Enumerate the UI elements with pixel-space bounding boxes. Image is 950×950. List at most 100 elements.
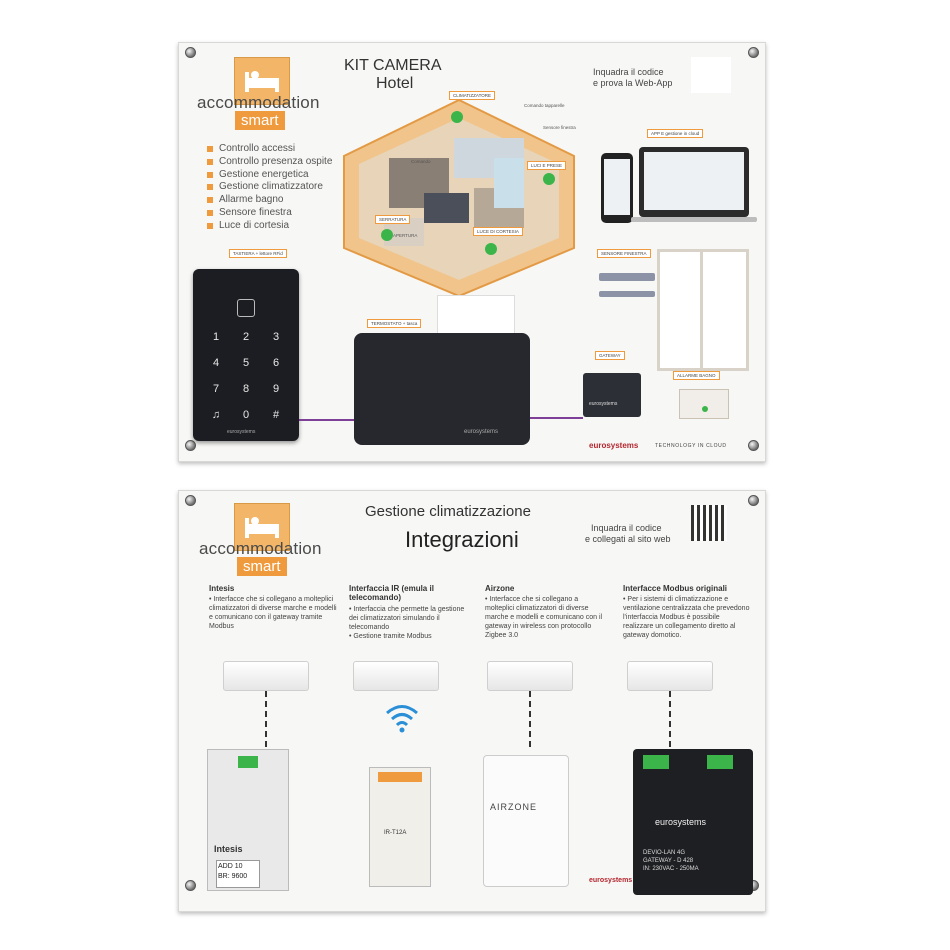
- air-conditioner-icon: [353, 661, 439, 691]
- feature-item: Controllo presenza ospite: [207, 156, 332, 169]
- column-title-airzone: Airzone: [485, 584, 515, 593]
- wire: [530, 417, 583, 419]
- webapp-cta-line2: e prova la Web-App: [593, 78, 673, 88]
- wire: [299, 419, 354, 421]
- column-text-airzone: • Interfacce che si collegano a moltepli…: [485, 596, 603, 639]
- qr-placeholder: [691, 57, 731, 93]
- card-reader-thermostat: eurosystems: [354, 333, 530, 445]
- gateway-model: DEVIO-LAN 4G: [643, 850, 686, 856]
- window-icon: [657, 249, 749, 371]
- ac-integrations-board: accommodation smart Gestione climatizzaz…: [178, 490, 766, 912]
- gateway-power: IN: 230VAC - 250MA: [643, 866, 699, 872]
- label-sensore-finestra: Sensore finestra: [543, 125, 576, 130]
- intesis-address: ADD 10: [218, 863, 243, 870]
- wired-connection: [669, 691, 671, 747]
- callout-luci-prese: LUCI E PRESE: [527, 161, 567, 170]
- feature-list: Controllo accessi Controllo presenza osp…: [207, 143, 332, 233]
- smartphone-icon: [601, 153, 633, 223]
- callout-luce-cortesia: LUCE DI CORTESIA: [473, 227, 523, 236]
- column-title-ir: Interfaccia IR (emula il telecomando): [349, 584, 434, 602]
- keypad-key: 0: [242, 409, 250, 421]
- window-sensor-icon: [599, 273, 655, 281]
- gateway-brand: eurosystems: [655, 817, 707, 827]
- callout-sensore-finestra: SENSORE FINESTRA: [597, 249, 651, 258]
- logo-wordmark: accommodation: [197, 93, 320, 112]
- label-comando-tapparelle: Comando tapparelle: [524, 103, 565, 108]
- keypad-key: 5: [242, 357, 250, 369]
- board-title: Gestione climatizzazione: [365, 503, 531, 520]
- intesis-sticker: ADD 10 BR: 9600: [216, 860, 260, 888]
- status-dot-green: [451, 111, 463, 123]
- room-illustration: [334, 98, 584, 303]
- logo-wordmark: accommodation: [199, 539, 322, 558]
- webapp-cta-line1: Inquadra il codice: [593, 67, 664, 77]
- airzone-device: AIRZONE: [483, 755, 569, 887]
- callout-termostato: TERMOSTATO + tasca: [367, 319, 422, 328]
- label-apertura: APERTURA: [393, 233, 418, 238]
- gateway-device: eurosystems: [583, 373, 641, 417]
- logo-tag: smart: [235, 111, 285, 130]
- ir-model: IR-T12A: [384, 830, 407, 836]
- callout-climatizzatore: CLIMATIZZATORE: [449, 91, 496, 100]
- intesis-baudrate: BR: 9600: [218, 873, 248, 880]
- bed-logo-icon: [234, 57, 290, 105]
- status-dot-green: [543, 173, 555, 185]
- keypad-key: 2: [242, 331, 250, 343]
- callout-tastiera: TASTIERA + lettore RFid: [229, 249, 287, 258]
- keypad-key: 3: [272, 331, 280, 343]
- wired-connection: [529, 691, 531, 747]
- feature-item: Allarme bagno: [207, 194, 332, 207]
- laptop-icon: [631, 147, 757, 222]
- qr-code-icon: [691, 505, 727, 541]
- bed-logo-icon: [234, 503, 290, 551]
- gateway-code: GATEWAY - D 428: [643, 858, 694, 864]
- footer-brand: eurosystems: [589, 877, 633, 884]
- keypad-key: 8: [242, 383, 250, 395]
- eurosystems-gateway: eurosystems DEVIO-LAN 4G GATEWAY - D 428…: [633, 749, 753, 895]
- bell-icon: ♫: [211, 409, 221, 421]
- board-title: KIT CAMERA: [344, 57, 442, 74]
- callout-app-cloud: APP E gestione in cloud: [647, 129, 704, 138]
- terminal-block: [643, 755, 669, 769]
- keypad-key: 4: [212, 357, 220, 369]
- keypad-key: 6: [272, 357, 280, 369]
- intesis-brand: Intesis: [214, 844, 243, 854]
- wired-connection: [265, 691, 267, 747]
- qr-cta-line1: Inquadra il codice: [591, 523, 662, 533]
- keypad-key: 9: [272, 383, 280, 395]
- column-text-modbus: • Per i sistemi di climatizzazione e ven…: [623, 596, 750, 639]
- bathroom-alarm-icon: [679, 389, 729, 419]
- status-dot-green: [381, 229, 393, 241]
- qr-cta-line2: e collegati al sito web: [585, 534, 671, 544]
- screw: [748, 495, 759, 506]
- footer-tagline: TECHNOLOGY IN CLOUD: [655, 443, 727, 449]
- reader-brand: eurosystems: [464, 429, 499, 435]
- keypad-brand: eurosystems: [227, 429, 256, 435]
- airzone-brand: AIRZONE: [490, 802, 538, 812]
- wifi-icon: [385, 703, 419, 738]
- column-title-intesis: Intesis: [209, 584, 235, 593]
- terminal-block: [238, 756, 258, 768]
- air-conditioner-icon: [223, 661, 309, 691]
- screw: [185, 47, 196, 58]
- terminal-block: [378, 772, 422, 782]
- callout-gateway: GATEWAY: [595, 351, 625, 360]
- gateway-brand: eurosystems: [589, 401, 618, 407]
- keypad-key: 1: [212, 331, 220, 343]
- terminal-block: [707, 755, 733, 769]
- screw: [185, 880, 196, 891]
- board-subtitle: Hotel: [376, 75, 414, 92]
- intesis-device: Intesis ADD 10 BR: 9600: [207, 749, 289, 891]
- window-sensor-icon: [599, 291, 655, 297]
- air-conditioner-icon: [487, 661, 573, 691]
- column-title-modbus: Interfacce Modbus originali: [623, 584, 728, 593]
- screw: [185, 495, 196, 506]
- gateway-specs: DEVIO-LAN 4G GATEWAY - D 428 IN: 230VAC …: [643, 849, 699, 873]
- feature-item: Controllo accessi: [207, 143, 332, 156]
- logo-tag: smart: [237, 557, 287, 576]
- feature-item: Luce di cortesia: [207, 220, 332, 233]
- access-keypad: 1 2 3 4 5 6 7 8 9 ♫ 0 # eurosystems: [193, 269, 299, 441]
- board-subtitle: Integrazioni: [405, 527, 519, 552]
- keypad-key: 7: [212, 383, 220, 395]
- feature-item: Sensore finestra: [207, 207, 332, 220]
